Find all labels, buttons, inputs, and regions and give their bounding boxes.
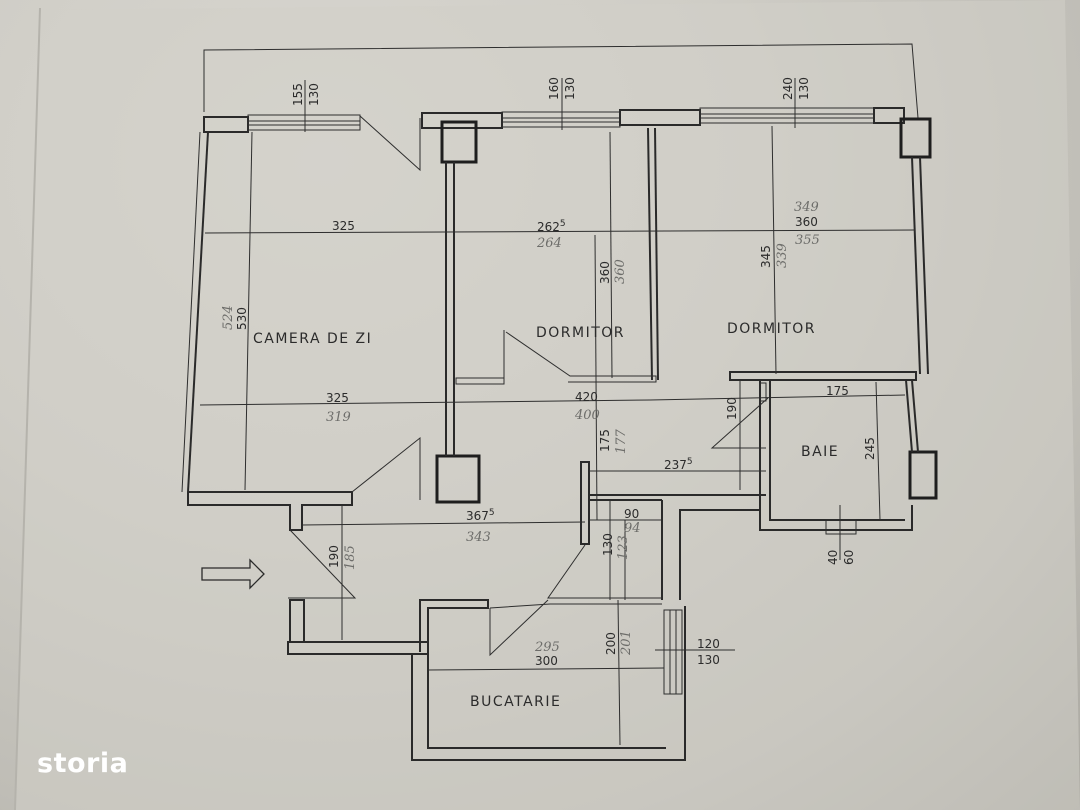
dim-label-handwritten: 177 bbox=[614, 428, 629, 454]
window-kitchen bbox=[663, 609, 683, 695]
storia-watermark-logo: storia bbox=[37, 748, 129, 779]
dim-label: 2625 bbox=[537, 219, 566, 234]
dim-label: 175 bbox=[826, 384, 849, 398]
room-label-kitchen: BUCATARIE bbox=[470, 694, 561, 710]
window-dim-bedroom2-top: 240 bbox=[781, 77, 795, 100]
dim-label-handwritten: 349 bbox=[794, 200, 819, 215]
window-dim-bedroom2-bottom: 130 bbox=[797, 77, 811, 100]
room-label-bedroom-2: DORMITOR bbox=[727, 321, 816, 337]
window-dim-bedroom1-top: 160 bbox=[547, 77, 561, 100]
vent-shaft bbox=[908, 450, 938, 500]
window-dim-kitchen-bottom: 130 bbox=[697, 653, 720, 667]
dim-label: 3675 bbox=[466, 508, 495, 523]
dim-label-handwritten: 264 bbox=[536, 236, 562, 251]
dim-label: 130 bbox=[601, 533, 615, 556]
dim-label: 325 bbox=[326, 391, 349, 405]
dim-label-handwritten: 319 bbox=[326, 410, 351, 425]
column bbox=[440, 120, 478, 164]
window-dim-bathroom-bottom: 60 bbox=[842, 550, 856, 565]
door-swing bbox=[359, 115, 421, 172]
window-dim-living-bottom: 130 bbox=[307, 83, 321, 106]
dim-label: 420 bbox=[575, 390, 598, 404]
boundary-line bbox=[203, 43, 919, 119]
dim-label-handwritten: 94 bbox=[624, 521, 641, 536]
dim-label-handwritten: 400 bbox=[574, 408, 600, 423]
dim-label: 190 bbox=[725, 397, 739, 420]
dim-label: 360 bbox=[795, 215, 818, 229]
dim-label: 200 bbox=[604, 632, 618, 655]
window-dim-living-top: 155 bbox=[291, 83, 305, 106]
dim-label: 345 bbox=[759, 245, 773, 268]
dim-label-handwritten: 360 bbox=[613, 259, 628, 284]
paper-sheet bbox=[15, 0, 1080, 810]
column bbox=[435, 454, 481, 504]
window-dim-kitchen-top: 120 bbox=[697, 637, 720, 651]
window-living bbox=[247, 114, 361, 131]
window-dim-bedroom1-bottom: 130 bbox=[563, 77, 577, 100]
paper-edge bbox=[14, 7, 41, 810]
dim-label: 2375 bbox=[664, 457, 693, 472]
window-bathroom bbox=[825, 519, 857, 535]
dim-label-handwritten: 185 bbox=[343, 545, 358, 570]
dim-label-handwritten: 123 bbox=[616, 535, 631, 560]
dim-label-handwritten: 295 bbox=[534, 640, 560, 655]
dim-label-handwritten: 524 bbox=[221, 305, 236, 330]
dim-label: 300 bbox=[535, 654, 558, 668]
dim-label: 530 bbox=[235, 307, 249, 330]
dim-label-handwritten: 343 bbox=[466, 530, 491, 545]
dim-label: 190 bbox=[327, 545, 341, 568]
dim-label-handwritten: 355 bbox=[795, 233, 820, 248]
dim-label: 325 bbox=[332, 219, 355, 233]
room-label-bedroom-1: DORMITOR bbox=[536, 325, 625, 341]
window-dim-bathroom-top: 40 bbox=[826, 550, 840, 565]
dim-label: 175 bbox=[598, 429, 612, 452]
dim-label-handwritten: 339 bbox=[775, 243, 790, 268]
entrance-arrow-icon bbox=[201, 558, 265, 590]
room-label-bathroom: BAIE bbox=[801, 444, 839, 460]
dim-label: 245 bbox=[863, 437, 877, 460]
dim-label-handwritten: 201 bbox=[619, 630, 634, 656]
dim-label: 360 bbox=[598, 261, 612, 284]
dim-label: 90 bbox=[624, 507, 639, 521]
room-label-living: CAMERA DE ZI bbox=[253, 331, 372, 347]
column bbox=[899, 117, 932, 159]
